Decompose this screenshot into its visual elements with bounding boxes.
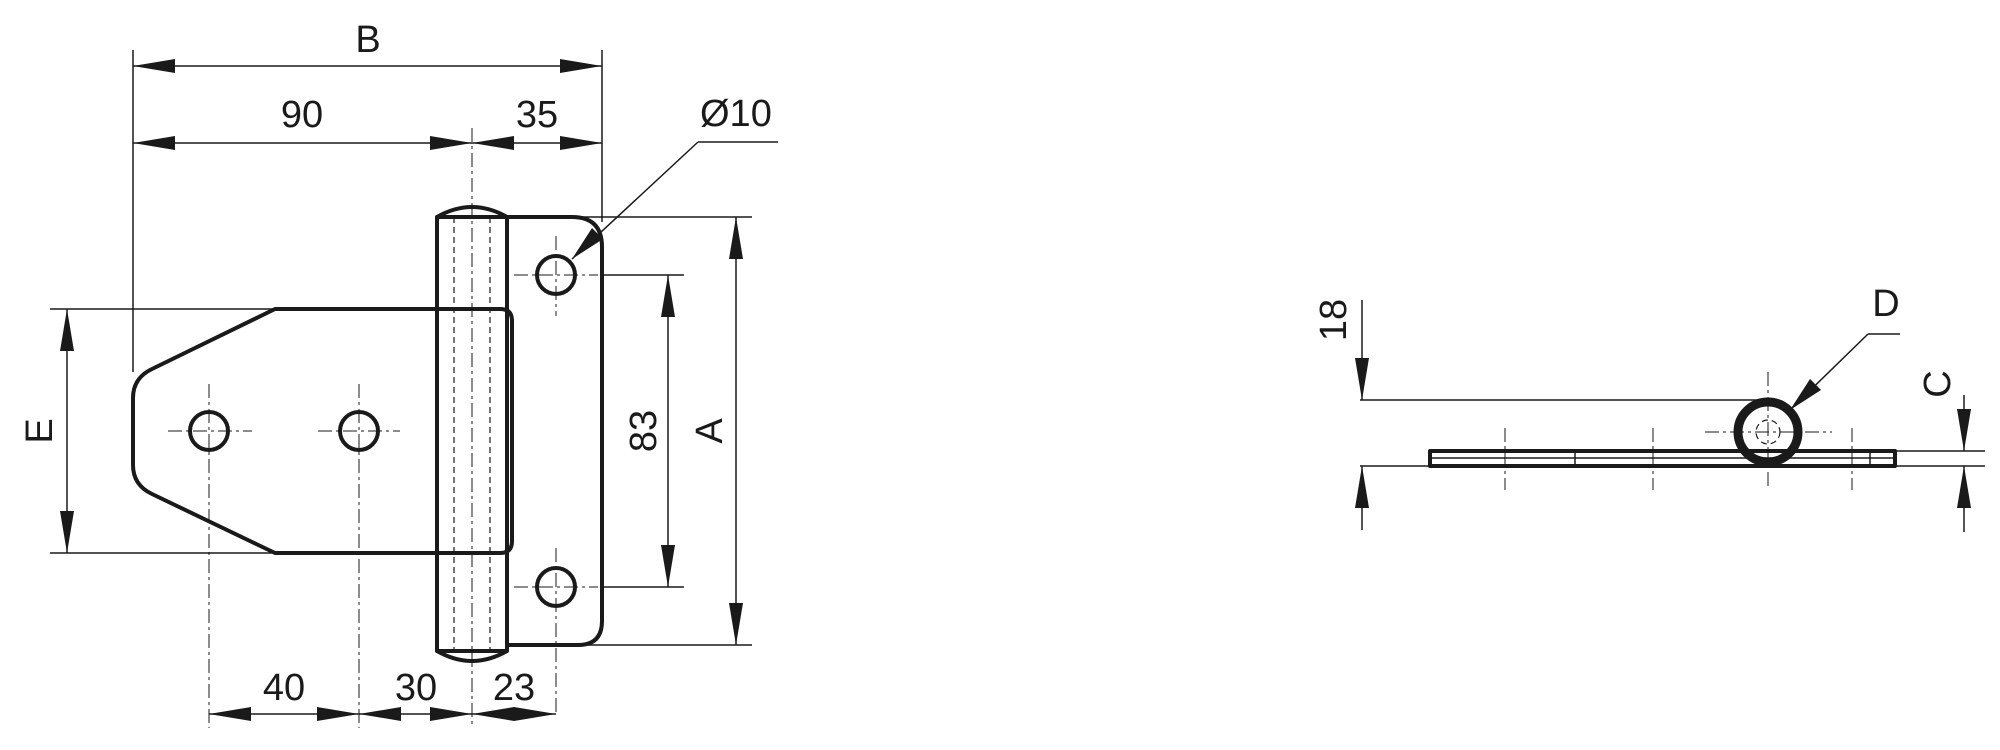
hole-diameter-callout: Ø10 [571, 93, 778, 260]
dimension-83: 83 [623, 275, 675, 587]
dim-18: 18 [1313, 299, 1355, 341]
dim-90: 90 [281, 94, 323, 136]
dim-30: 30 [395, 667, 437, 709]
dim-40: 40 [263, 667, 305, 709]
dimension-c: C [1895, 370, 1985, 532]
dim-hole-diameter: Ø10 [700, 93, 772, 135]
label-a: A [689, 418, 731, 444]
label-c: C [1917, 370, 1959, 397]
dimension-90-35: 90 35 [133, 94, 602, 150]
dim-83: 83 [623, 410, 665, 452]
dimension-a: A [689, 217, 743, 645]
dimension-40-30-23: 40 30 23 [209, 667, 556, 721]
dimension-e: E [19, 309, 74, 553]
front-view: B 90 35 Ø10 E [19, 19, 778, 728]
dim-35: 35 [516, 94, 558, 136]
callout-d: D [1789, 283, 1900, 411]
dim-23: 23 [493, 667, 535, 709]
dimension-18: 18 [1313, 299, 1760, 530]
side-view: 18 D C [1313, 283, 1985, 532]
label-d: D [1872, 283, 1899, 325]
label-b: B [355, 19, 380, 61]
dimension-b: B [133, 19, 602, 73]
label-e: E [19, 418, 61, 443]
plate-leaf-outline [505, 215, 604, 647]
